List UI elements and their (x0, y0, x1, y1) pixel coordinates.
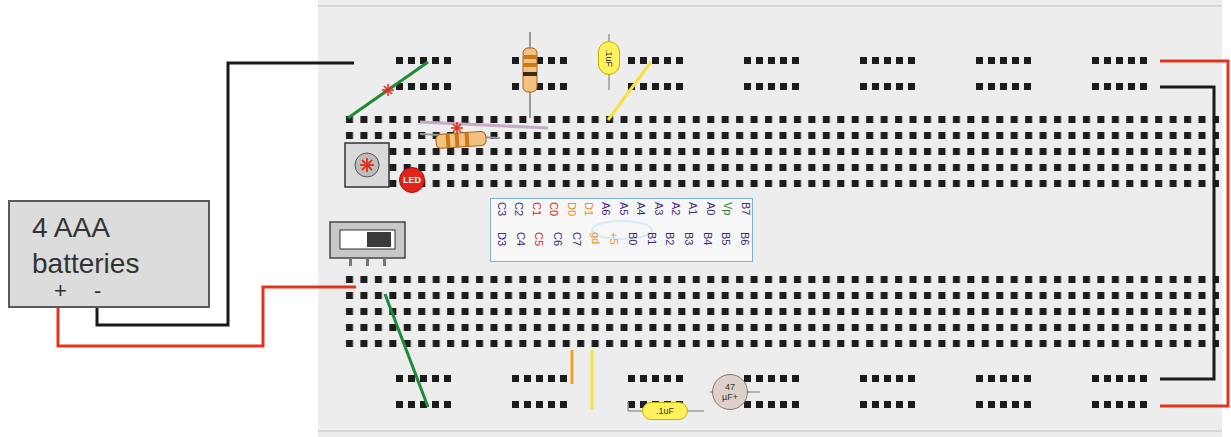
power-rail (396, 375, 1166, 408)
pin-label: +5 (607, 232, 620, 245)
pin-label: C7 (570, 232, 583, 246)
pin-label: B2 (663, 232, 676, 245)
asterisk-stroke (362, 160, 372, 170)
electrolytic-capacitor: 47 µF+ (712, 374, 748, 410)
led: LED (399, 167, 425, 193)
switch-pin (383, 258, 386, 266)
asterisk-stroke (384, 86, 392, 94)
resistor-symbol (436, 131, 487, 148)
pin-label: B5 (719, 232, 732, 245)
power-rail (396, 57, 1166, 90)
resistor-band (446, 134, 451, 148)
ceramic-capacitor: .1uF (642, 402, 688, 420)
breadboard (318, 0, 1222, 437)
board-edge (318, 430, 1222, 432)
pin-label: B6 (738, 232, 751, 245)
microcontroller-board: C3 C2 C1 C0 D0 D1 A6 A5 A4 A3 A2 A1 A0 Vp B7D3 C4 C5 C6 C7… (490, 198, 753, 262)
switch-pin (366, 258, 369, 266)
resistor-symbol (523, 48, 537, 92)
red-wire (1160, 61, 1228, 406)
resistor-body (436, 131, 487, 148)
push-button (345, 143, 389, 187)
orange-wire (571, 350, 574, 384)
battery-pack: 4 AAA batteries+ - (8, 200, 210, 308)
switch-slider (367, 232, 391, 247)
hole-grid (343, 112, 1219, 192)
resistor-band (523, 72, 537, 76)
switch-pin (349, 258, 352, 266)
green-wire (385, 294, 428, 407)
resistor-band (523, 63, 537, 67)
pin-label: B1 (645, 232, 658, 245)
resistor-lead (420, 122, 548, 128)
green-wire (348, 62, 428, 118)
pin-label: C6 (551, 232, 564, 246)
pin-label: D1 (582, 202, 595, 216)
polarity-mark: - (94, 280, 101, 302)
asterisk-stroke (453, 124, 461, 132)
black-wire (1160, 87, 1214, 379)
asterisk-stroke (362, 160, 372, 170)
pin-label: C0 (547, 202, 560, 216)
pin-label: C4 (514, 232, 527, 246)
pin-label: Vp (721, 202, 734, 215)
board-edge (318, 5, 1222, 7)
asterisk-mark (451, 122, 463, 134)
pin-label: B3 (682, 232, 695, 245)
component-value: .1uF (656, 406, 674, 416)
pin-label: D3 (495, 232, 508, 246)
hole-grid (343, 272, 1219, 352)
component-value: 47 µF+ (719, 382, 741, 402)
asterisk-mark (360, 158, 374, 172)
asterisk-stroke (453, 124, 461, 132)
pin-label: A4 (634, 202, 647, 215)
pin-label: A0 (704, 202, 717, 215)
button-cap (355, 153, 379, 177)
asterisk-stroke (384, 86, 392, 94)
slide-switch (330, 222, 405, 258)
polarity-mark: + (54, 280, 67, 302)
resistor-band (455, 133, 460, 147)
pin-label: C2 (512, 202, 525, 216)
pin-label: A5 (617, 202, 630, 215)
component-value: .1uF (604, 49, 614, 67)
pin-label: gd (589, 232, 602, 244)
pin-label: A1 (686, 202, 699, 215)
resistor-band (464, 132, 469, 146)
pin-label: D0 (565, 202, 578, 216)
resistor-band (523, 55, 537, 59)
pin-label: B4 (701, 232, 714, 245)
pin-label: B7 (739, 202, 752, 215)
pin-label: C1 (530, 202, 543, 216)
pin-label: C3 (495, 202, 508, 216)
yellow-wire (591, 350, 594, 410)
pin-label: A6 (599, 202, 612, 215)
pin-label: C5 (532, 232, 545, 246)
capacitor-lead (627, 402, 629, 411)
pin-label: A2 (669, 202, 682, 215)
switch-slot (340, 230, 395, 249)
component-value: LED (403, 175, 421, 185)
pin-label: B0 (626, 232, 639, 245)
asterisk-mark (382, 84, 394, 96)
pin-label: A3 (652, 202, 665, 215)
ceramic-capacitor: .1uF (598, 41, 620, 75)
battery-label: 4 AAA batteries (32, 210, 202, 282)
